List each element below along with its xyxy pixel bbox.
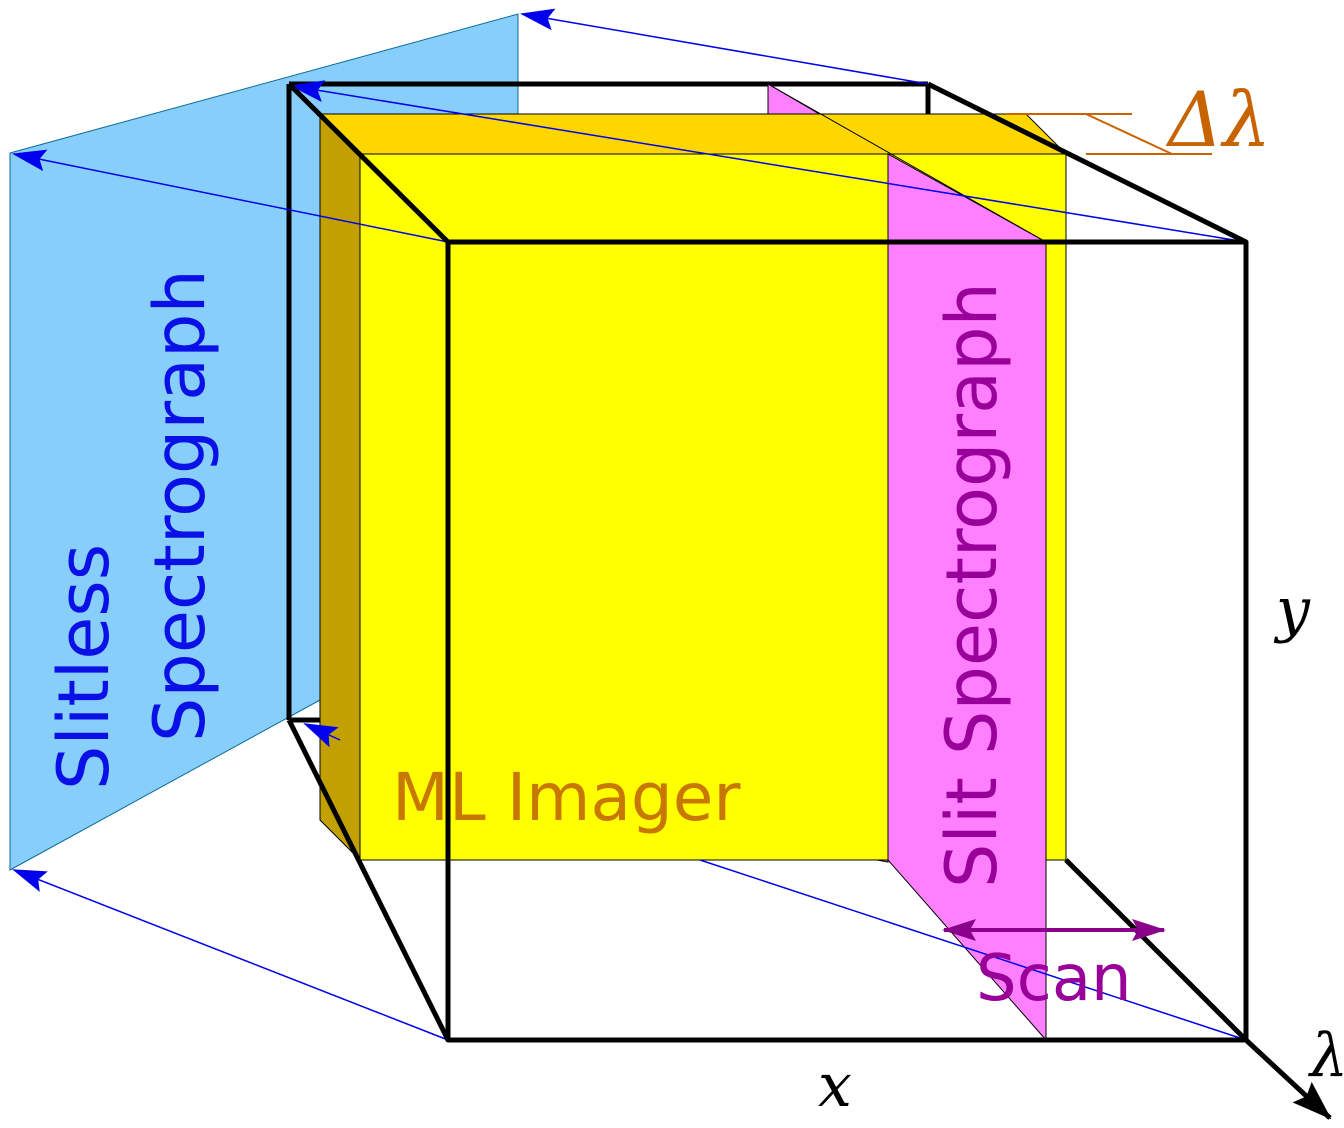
scan-label: Scan	[976, 942, 1132, 1016]
axis-y-label: y	[1273, 575, 1311, 645]
imager-side-face	[319, 112, 361, 862]
axis-lambda-label: λ	[1308, 1021, 1344, 1091]
cube-back-edges	[286, 81, 928, 723]
lambda-axis-arrow	[1244, 1038, 1332, 1120]
axis-x-label: x	[818, 1051, 852, 1121]
delta-lambda-indicator	[1006, 113, 1212, 155]
slitless-label-line2: Spectrograph	[139, 269, 221, 742]
delta-lambda-label: Δλ	[1165, 75, 1271, 164]
slit-plane-top-edge	[767, 83, 1047, 243]
projection-lines	[12, 8, 1247, 1041]
ml-imager-label: ML Imager	[392, 759, 741, 836]
slitless-label-line1: Slitless	[43, 544, 125, 790]
cube-front-edges	[286, 81, 1249, 1043]
slit-spectrograph-label: Slit Spectrograph	[931, 282, 1013, 888]
imager-top-face	[318, 113, 1068, 155]
